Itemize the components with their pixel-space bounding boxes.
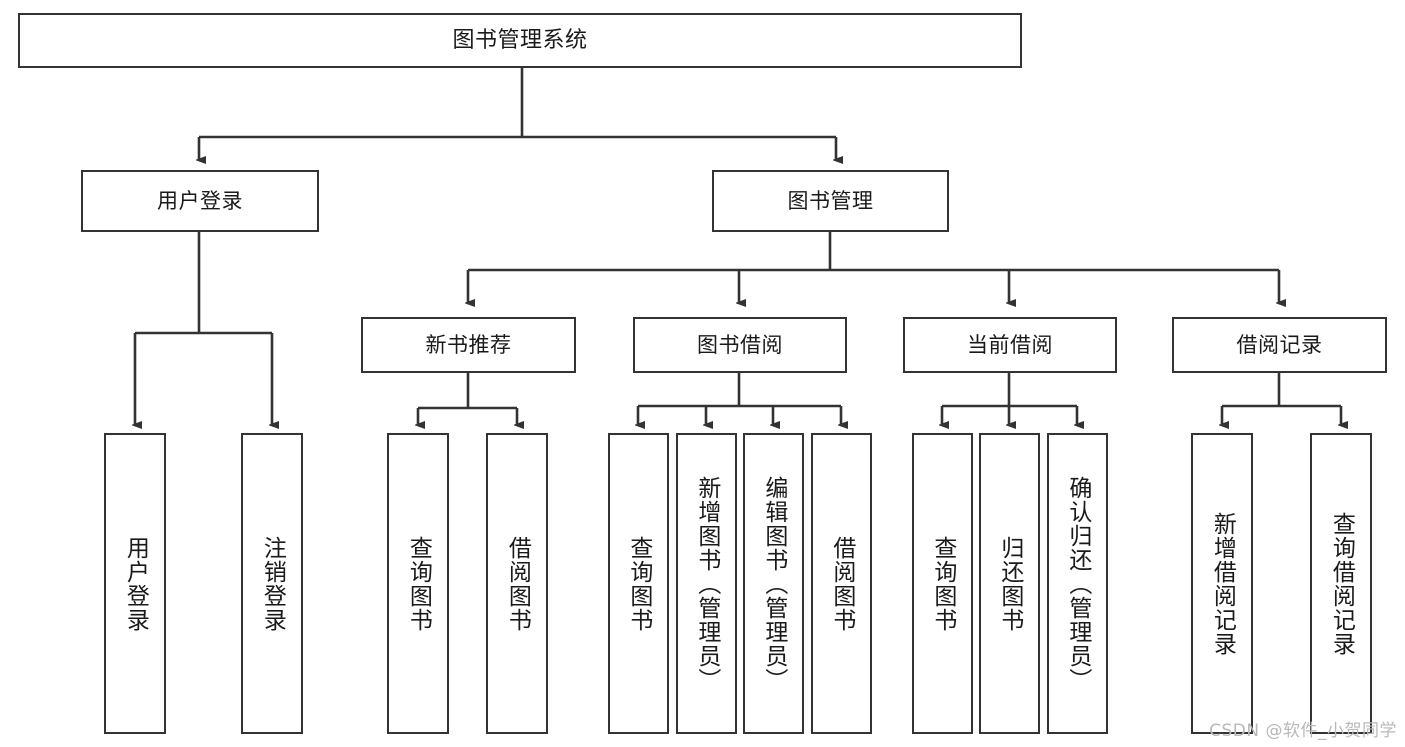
node-current-borrow[interactable]: 当前借阅 <box>903 317 1117 373</box>
node-label: 用户登录 <box>157 188 243 213</box>
node-label: 归还图书 <box>996 535 1023 632</box>
leaf-add-book-admin[interactable]: 新增图书（管理员） <box>676 433 737 734</box>
node-label: 当前借阅 <box>967 332 1053 357</box>
node-label: 图书管理系统 <box>452 27 588 53</box>
node-label: 用户登录 <box>122 535 149 632</box>
watermark-text: CSDN @软件_小贺同学 <box>1209 721 1397 741</box>
node-label: 借阅图书 <box>828 535 855 632</box>
leaf-query-borrow-record[interactable]: 查询借阅记录 <box>1310 433 1372 734</box>
leaf-logout-login[interactable]: 注销登录 <box>241 433 303 734</box>
node-label: 确认归还（管理员） <box>1064 475 1091 692</box>
node-borrow-record[interactable]: 借阅记录 <box>1172 317 1387 373</box>
node-root-system[interactable]: 图书管理系统 <box>18 13 1022 68</box>
leaf-confirm-return-admin[interactable]: 确认归还（管理员） <box>1047 433 1108 734</box>
node-label: 注销登录 <box>259 535 286 632</box>
leaf-edit-book-admin[interactable]: 编辑图书（管理员） <box>743 433 804 734</box>
node-book-management[interactable]: 图书管理 <box>712 170 949 232</box>
leaf-query-book-borrow[interactable]: 查询图书 <box>608 433 669 734</box>
node-label: 新增图书（管理员） <box>693 475 720 692</box>
node-label: 查询借阅记录 <box>1328 511 1355 656</box>
node-label: 图书管理 <box>787 188 874 213</box>
node-label: 新书推荐 <box>425 332 512 357</box>
node-label: 查询图书 <box>625 535 652 632</box>
leaf-borrow-book[interactable]: 借阅图书 <box>811 433 872 734</box>
node-label: 编辑图书（管理员） <box>760 475 787 692</box>
leaf-query-book-current[interactable]: 查询图书 <box>912 433 973 734</box>
node-label: 借阅记录 <box>1236 332 1323 357</box>
node-user-login[interactable]: 用户登录 <box>81 170 319 232</box>
node-book-borrow[interactable]: 图书借阅 <box>633 317 847 373</box>
node-label: 查询图书 <box>929 535 956 632</box>
leaf-query-book-recommend[interactable]: 查询图书 <box>387 433 449 734</box>
leaf-user-login[interactable]: 用户登录 <box>104 433 166 734</box>
node-label: 借阅图书 <box>504 535 531 632</box>
leaf-add-borrow-record[interactable]: 新增借阅记录 <box>1191 433 1253 734</box>
leaf-borrow-book-recommend[interactable]: 借阅图书 <box>486 433 548 734</box>
node-label: 新增借阅记录 <box>1209 511 1236 656</box>
node-label: 图书借阅 <box>697 332 783 357</box>
leaf-return-book[interactable]: 归还图书 <box>979 433 1040 734</box>
node-label: 查询图书 <box>405 535 432 632</box>
node-new-book-recommend[interactable]: 新书推荐 <box>361 317 576 373</box>
